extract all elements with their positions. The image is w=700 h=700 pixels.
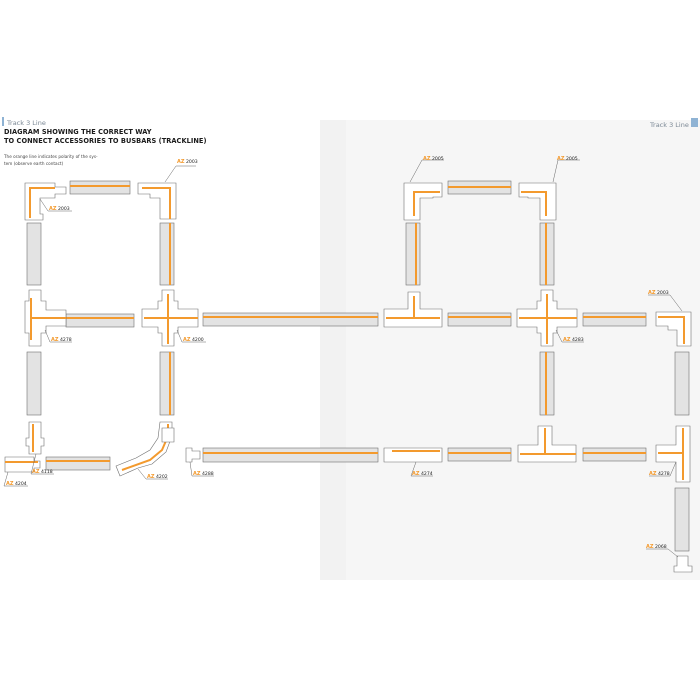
horizontal-busbars: [45, 180, 647, 471]
busbar: [26, 222, 42, 286]
cross-connector-left: [24, 289, 67, 347]
t-connector-bottom: [517, 425, 577, 463]
t-connector-4274: [383, 447, 443, 463]
polarity-note-line1: The orange line indicates polarity of th…: [3, 154, 98, 159]
cross-connector-center: [141, 289, 199, 347]
page-tag-left: Track 3 Line: [6, 119, 46, 127]
end-feed-connector: [4, 456, 41, 473]
page-tag-right: Track 3 Line: [649, 121, 689, 129]
busbar: [159, 222, 175, 286]
l-connector-top-center: [137, 182, 177, 220]
busbar: [447, 447, 512, 462]
busbar: [202, 447, 379, 463]
busbar: [202, 312, 379, 327]
busbar: [674, 487, 690, 552]
l-connector-edge: [655, 311, 692, 347]
t-connector-middle: [383, 291, 443, 328]
l-connector-right-page-left: [403, 182, 443, 221]
straight-connector: [25, 421, 45, 455]
l-connector-right-page-right: [518, 182, 557, 221]
diagram-title-line2: TO CONNECT ACCESSORIES TO BUSBARS (TRACK…: [4, 137, 207, 145]
page-tab-right: [691, 118, 698, 127]
end-cap-connector: [185, 447, 201, 463]
busbar: [582, 312, 647, 327]
busbar: [26, 351, 42, 416]
busbar: [447, 312, 512, 327]
busbar: [159, 351, 175, 416]
cross-connector-right: [516, 289, 578, 347]
spine-shadow: [320, 120, 346, 580]
diagram-title-line1: DIAGRAM SHOWING THE CORRECT WAY: [4, 128, 152, 136]
l-connector-top-left: [24, 182, 67, 221]
busbar: [582, 447, 647, 462]
page-tab-left: [2, 117, 4, 126]
t-connector-small: [161, 427, 175, 443]
busbar: [405, 222, 421, 286]
polarity-note-line2: tem (observe earth contact): [4, 161, 64, 166]
busbar: [69, 180, 131, 195]
vertical-busbars: [26, 222, 690, 552]
t-connector-edge: [655, 425, 691, 483]
busbar: [45, 456, 111, 471]
end-connector-2068: [673, 555, 693, 573]
busbar: [674, 351, 690, 416]
busbar: [65, 313, 135, 328]
